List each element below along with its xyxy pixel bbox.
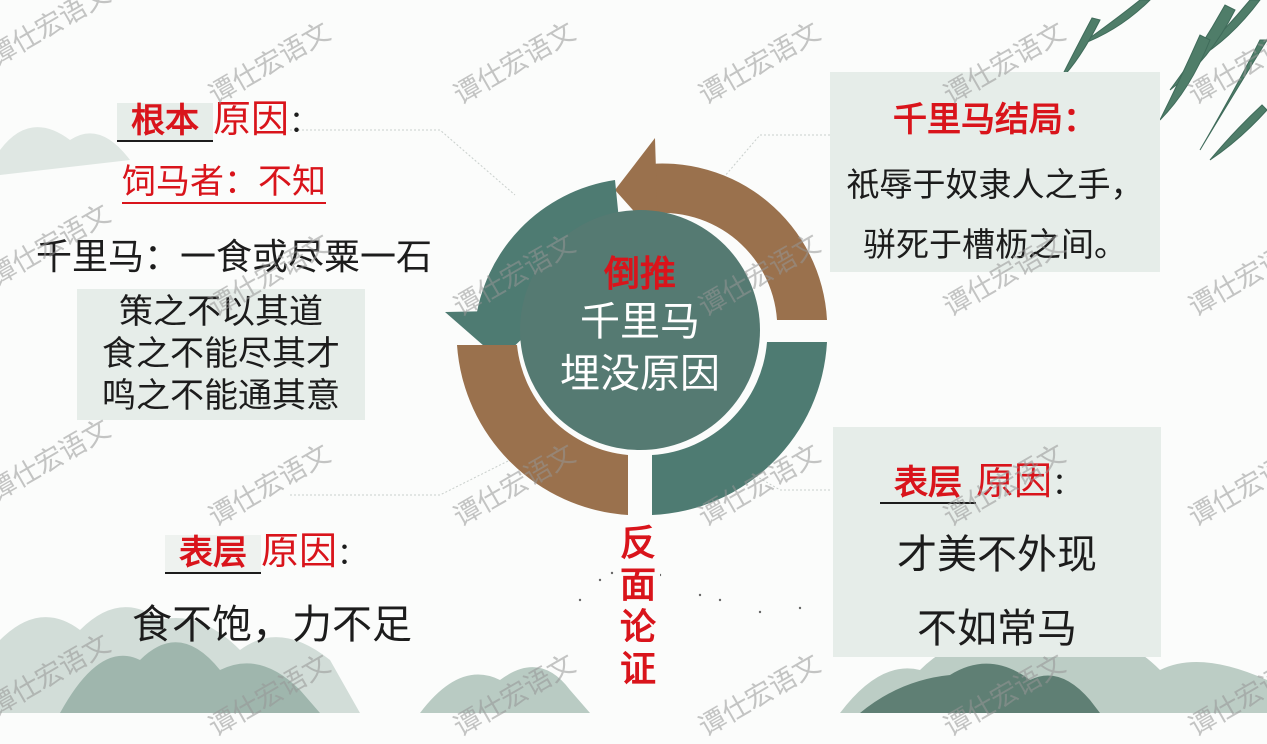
bottom-left-line: 食不饱，力不足 <box>132 602 412 648</box>
cycle-arrow-top-left <box>475 180 620 325</box>
bottom-left-heading-rest: 原因 <box>261 529 338 573</box>
top-left-colon: ： <box>289 105 320 140</box>
top-left-box-line-3: 鸣之不能通其意 <box>102 376 340 416</box>
bottom-right-panel <box>833 427 1161 657</box>
center-label: 倒推 千里马 埋没原因 <box>530 252 750 400</box>
cycle-diagram <box>445 138 827 515</box>
bottom-right-line-2: 不如常马 <box>917 606 1077 652</box>
cycle-arrow-top-right <box>640 163 827 320</box>
top-right-line-2: 骈死于槽枥之间。 <box>863 225 1127 264</box>
background-art <box>0 0 1267 713</box>
leaves-decoration <box>1059 0 1267 161</box>
top-left-subheading: 饲马者：不知 <box>122 162 326 204</box>
top-left-line1: 千里马：一食或尽粟一石 <box>36 237 433 278</box>
top-left-box-line-2: 食之不能尽其才 <box>102 334 340 374</box>
mountain-bottom-center <box>420 667 590 713</box>
center-line-2: 埋没原因 <box>560 351 720 397</box>
bottom-right-heading-rest: 原因 <box>976 459 1053 503</box>
center-line-1: 千里马 <box>580 299 700 345</box>
center-title: 倒推 <box>603 253 676 295</box>
top-left-heading: 根本原因： <box>117 88 319 143</box>
top-left-box-text: 策之不以其道 食之不能尽其才 鸣之不能通其意 <box>77 291 365 417</box>
vertical-char-1: 反 <box>619 522 656 564</box>
bottom-left-heading: 表层原因： <box>165 520 367 575</box>
bottom-left-colon: ： <box>337 537 368 572</box>
top-left-heading-rest: 原因 <box>213 97 290 141</box>
bottom-right-colon: ： <box>1052 467 1083 502</box>
top-right-panel <box>830 72 1160 272</box>
mountain-mid-left <box>0 127 130 175</box>
bottom-right-line-1: 才美不外现 <box>897 532 1097 578</box>
cycle-arrow-bottom-right <box>652 342 827 515</box>
top-right-heading: 千里马结局： <box>893 100 1097 140</box>
vertical-char-2: 面 <box>619 564 656 606</box>
mountain-bottom-left-dark <box>60 642 320 713</box>
center-circle <box>520 210 760 450</box>
top-right-line-1: 祇辱于奴隶人之手， <box>846 165 1144 204</box>
vertical-label-box: 反 面 论 证 <box>616 522 660 692</box>
mountain-bottom-right-dark <box>860 663 1100 713</box>
bottom-right-heading: 表层原因： <box>880 450 1082 505</box>
bottom-right-blank-word: 表层 <box>880 464 976 505</box>
cycle-arrow-bottom-left <box>457 345 628 515</box>
vertical-char-3: 论 <box>619 606 656 648</box>
top-right-text: 祇辱于奴隶人之手， 骈死于槽枥之间。 <box>830 155 1160 275</box>
bottom-right-text: 才美不外现 不如常马 <box>833 518 1161 666</box>
top-left-box-panel <box>77 289 365 420</box>
top-left-blank-word: 根本 <box>117 102 213 143</box>
vertical-char-4: 证 <box>619 648 656 690</box>
top-left-box-line-1: 策之不以其道 <box>119 292 323 332</box>
bottom-left-blank-word: 表层 <box>165 534 261 575</box>
